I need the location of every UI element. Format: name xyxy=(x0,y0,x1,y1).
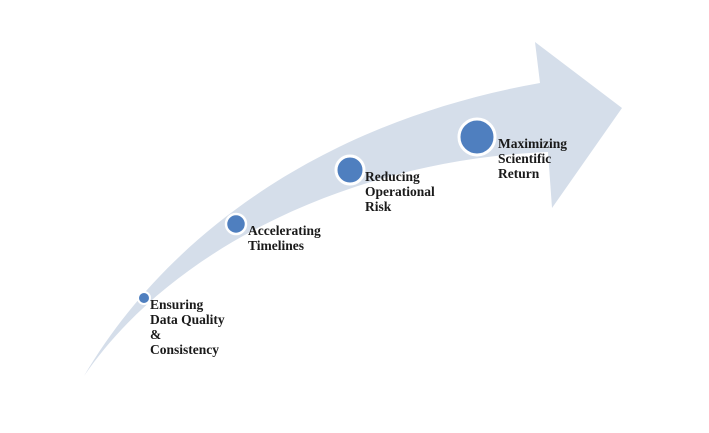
step-label-data-quality: Ensuring Data Quality & Consistency xyxy=(150,297,225,357)
milestone-dot-1 xyxy=(137,291,151,305)
milestone-dot-4 xyxy=(457,117,497,157)
step-label-scientific-return: Maximizing Scientific Return xyxy=(498,136,567,181)
milestone-dot-3 xyxy=(334,154,366,186)
step-label-timelines: Accelerating Timelines xyxy=(248,223,321,253)
step-label-operational-risk: Reducing Operational Risk xyxy=(365,169,435,214)
milestone-dot-2 xyxy=(224,212,248,236)
